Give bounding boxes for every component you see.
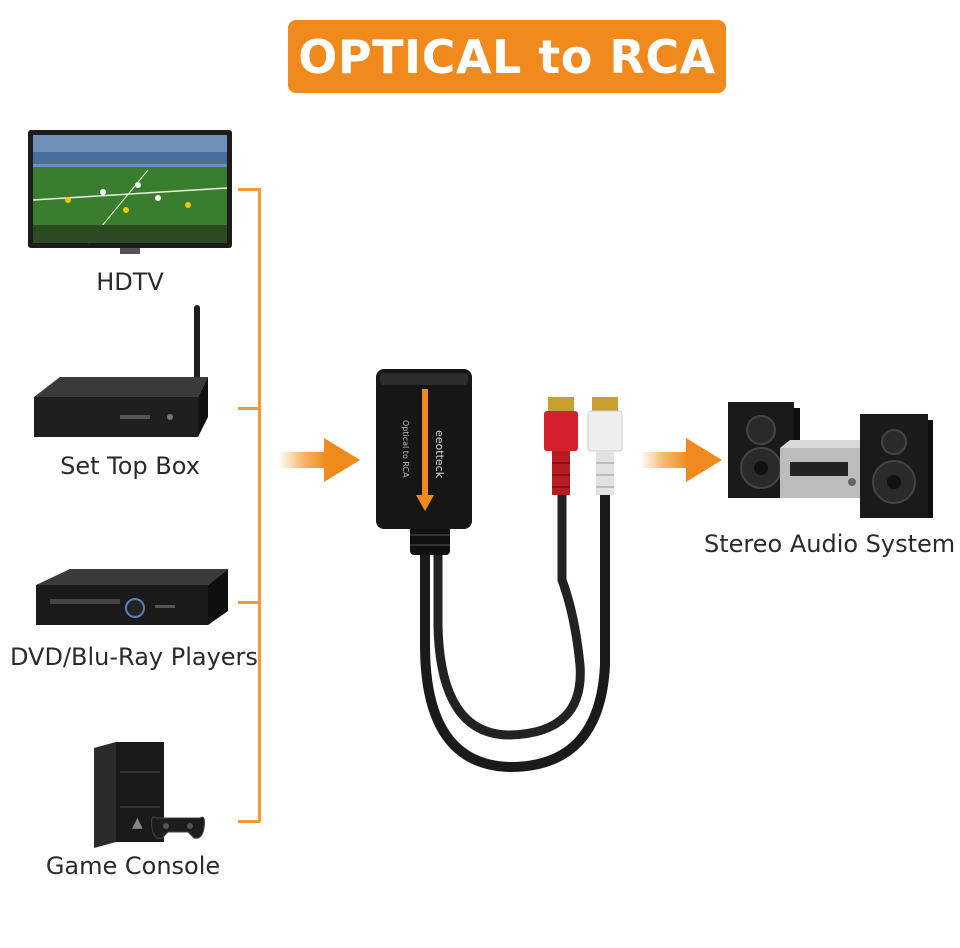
converter-brand: eeotteck xyxy=(433,430,446,479)
converter-label: Optical to RCA xyxy=(401,420,410,478)
source-label-game-console: Game Console xyxy=(45,852,221,880)
source-label-dvd: DVD/Blu-Ray Players xyxy=(10,643,258,671)
source-bracket xyxy=(258,188,261,822)
bracket-tick xyxy=(238,407,260,410)
source-label-hdtv: HDTV xyxy=(96,268,164,296)
set-top-box-icon xyxy=(34,305,208,437)
arrow-right-icon xyxy=(278,438,360,482)
bracket-tick xyxy=(238,188,260,191)
dvd-player-icon xyxy=(36,569,228,625)
bracket-tick xyxy=(238,820,260,823)
hdtv-icon xyxy=(28,130,232,254)
bracket-tick xyxy=(238,601,260,604)
svg-text:▲: ▲ xyxy=(132,815,143,831)
source-label-set-top-box: Set Top Box xyxy=(60,452,200,480)
page-title: OPTICAL to RCA xyxy=(298,29,716,84)
title-badge: OPTICAL to RCA xyxy=(288,20,726,93)
stereo-system-icon xyxy=(728,402,933,518)
destination-label: Stereo Audio System xyxy=(704,530,956,558)
game-console-icon: ▲ xyxy=(94,742,205,848)
arrow-right-icon xyxy=(640,438,722,482)
converter-with-cables xyxy=(376,369,623,773)
